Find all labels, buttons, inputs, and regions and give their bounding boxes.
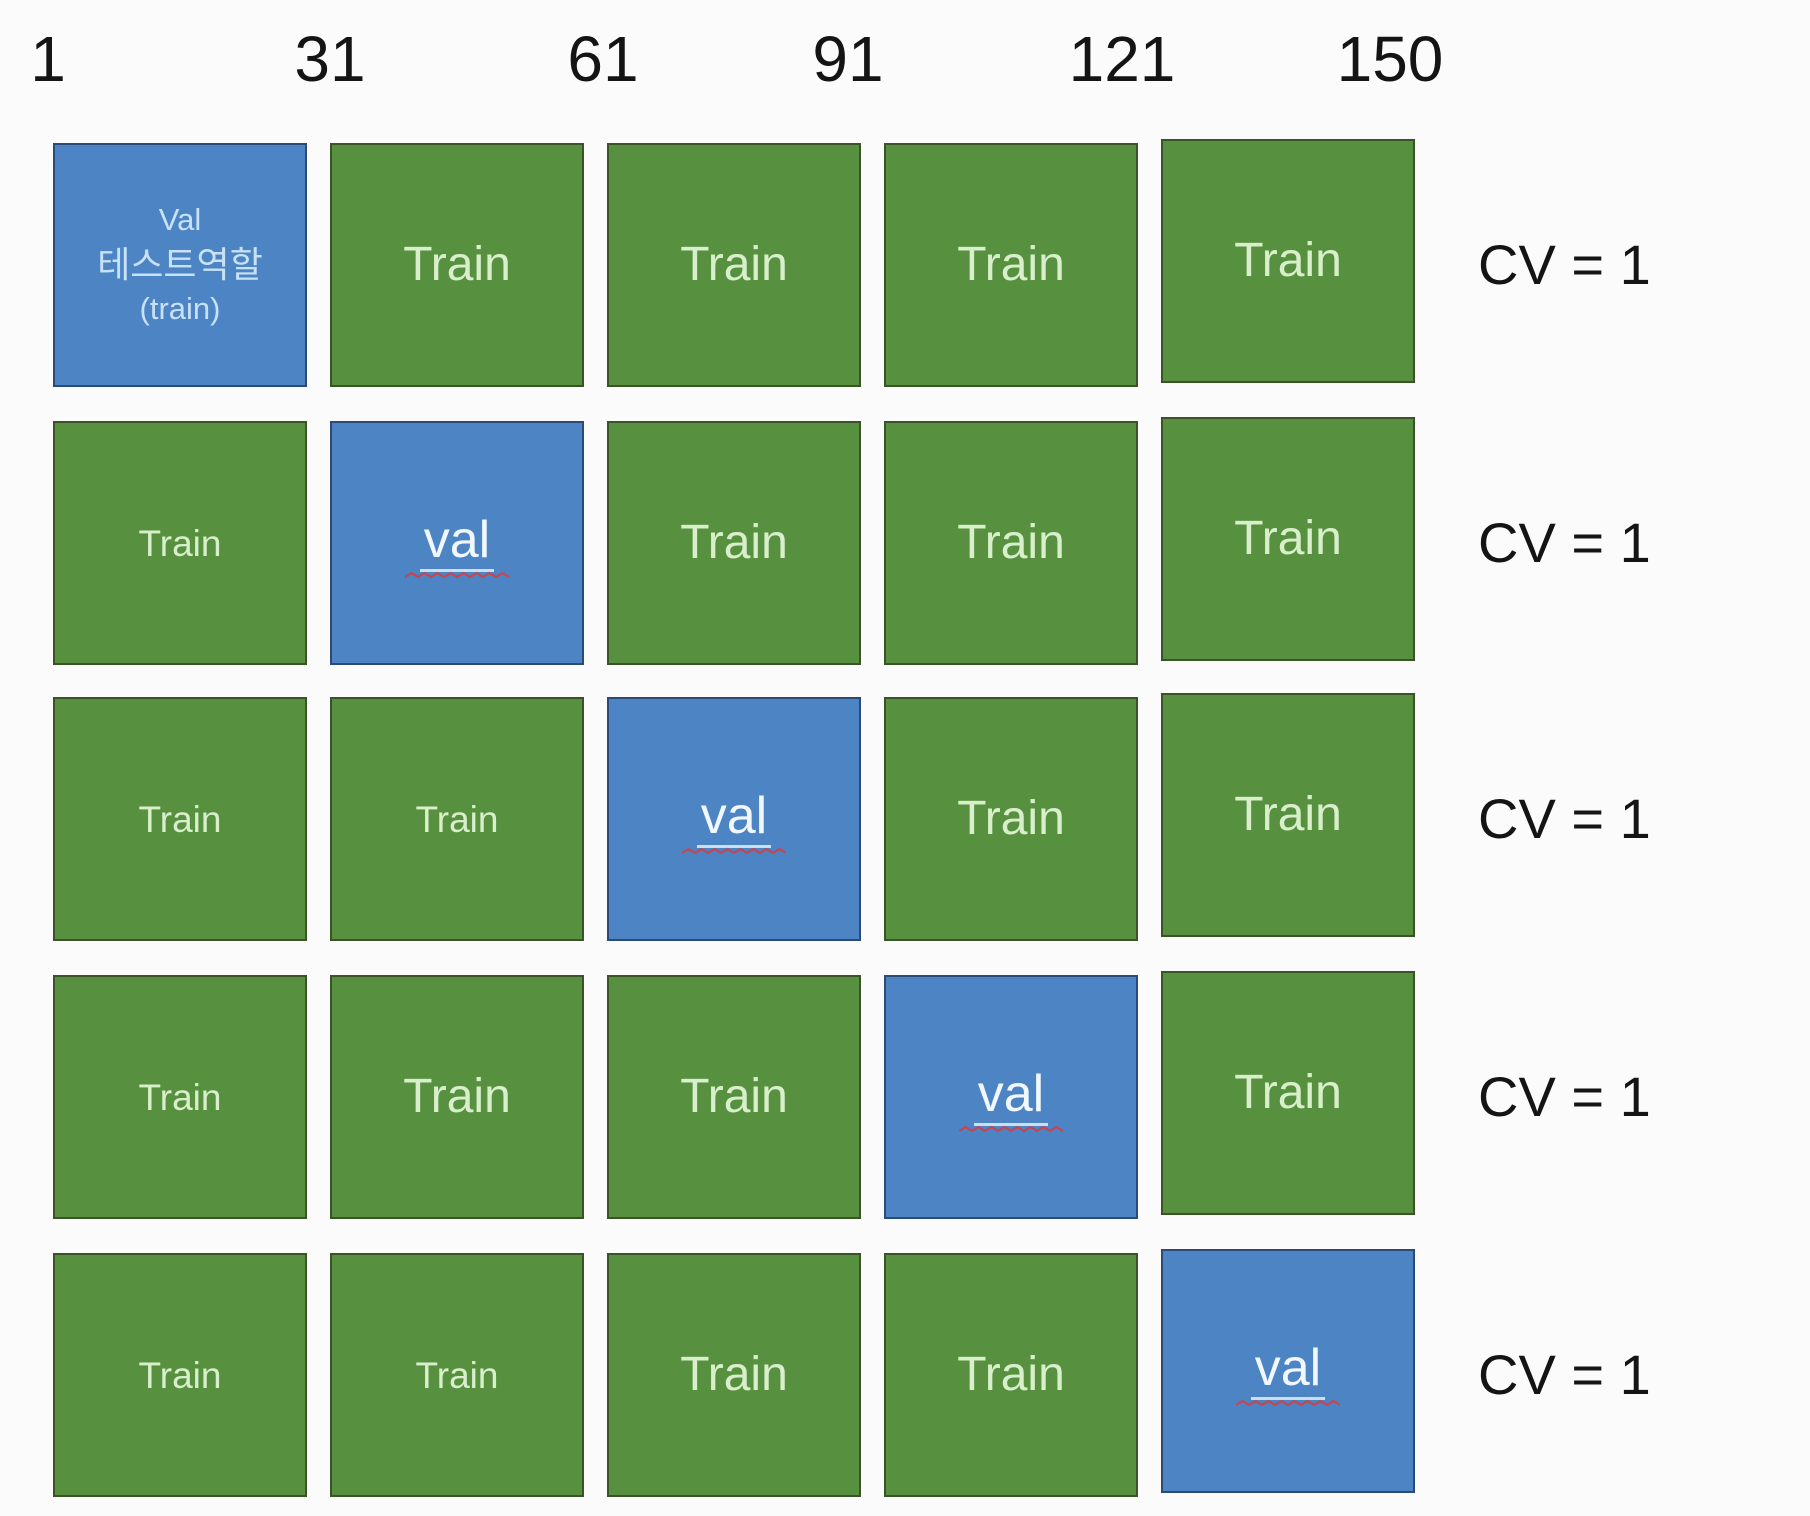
grid-cell-train: Train: [53, 697, 307, 941]
grid-cell-val: val: [330, 421, 584, 665]
train-label: Train: [138, 798, 222, 840]
cv-label: CV = 1: [1478, 787, 1651, 850]
train-label: Train: [957, 238, 1065, 291]
train-label: Train: [415, 798, 499, 840]
train-label: Train: [403, 1070, 511, 1123]
spellcheck-wavy-underline-icon: [404, 571, 509, 579]
train-label: Train: [138, 1354, 222, 1396]
grid-cell-val: val: [607, 697, 861, 941]
grid-cell-train: Train: [1161, 693, 1415, 937]
axis-tick: 1: [30, 23, 66, 95]
grid-cell-val: val: [884, 975, 1138, 1219]
grid-cell-train: Train: [607, 1253, 861, 1497]
train-label: Train: [1234, 512, 1342, 565]
train-label: Train: [403, 238, 511, 291]
train-label: Train: [957, 516, 1065, 569]
axis-tick: 121: [1068, 23, 1176, 95]
val-line: Val: [158, 202, 202, 238]
grid-cell-train: Train: [884, 143, 1138, 387]
axis-tick: 31: [294, 23, 366, 95]
grid-cell-train: Train: [53, 1253, 307, 1497]
grid-cell-train: Train: [53, 421, 307, 665]
val-label: val: [1235, 1339, 1340, 1407]
val-test-role-label: Val 테스트역할 (train): [97, 200, 263, 329]
train-label: Train: [680, 238, 788, 291]
val-label: val: [681, 787, 786, 855]
train-label: Train: [957, 1348, 1065, 1401]
val-text: val: [700, 787, 768, 845]
train-label: Train: [415, 1354, 499, 1396]
grid-cell-train: Train: [607, 421, 861, 665]
val-label: val: [404, 511, 509, 579]
grid-cell-train: Train: [884, 697, 1138, 941]
spellcheck-wavy-underline-icon: [1235, 1399, 1340, 1407]
grid-cell-val: Val 테스트역할 (train): [53, 143, 307, 387]
cv-label: CV = 1: [1478, 233, 1651, 296]
train-label: Train: [1234, 788, 1342, 841]
spellcheck-wavy-underline-icon: [958, 1125, 1063, 1133]
grid-cell-train: Train: [1161, 139, 1415, 383]
grid-cell-train: Train: [330, 975, 584, 1219]
grid-cell-train: Train: [53, 975, 307, 1219]
axis-tick: 91: [812, 23, 884, 95]
grid-cell-train: Train: [884, 1253, 1138, 1497]
grid-cell-train: Train: [607, 143, 861, 387]
grid-cell-train: Train: [607, 975, 861, 1219]
train-label: Train: [680, 516, 788, 569]
grid-cell-train: Train: [884, 421, 1138, 665]
cv-label: CV = 1: [1478, 1343, 1651, 1406]
grid-cell-train: Train: [330, 1253, 584, 1497]
train-label: Train: [1234, 1066, 1342, 1119]
grid-cell-train: Train: [330, 697, 584, 941]
grid-cell-train: Train: [330, 143, 584, 387]
grid-cell-val: val: [1161, 1249, 1415, 1493]
train-label: Train: [138, 1076, 222, 1118]
val-line: (train): [139, 290, 221, 326]
val-text: val: [423, 511, 491, 569]
train-label: Train: [957, 792, 1065, 845]
val-label: val: [958, 1065, 1063, 1133]
cv-label: CV = 1: [1478, 1065, 1651, 1128]
axis-tick: 61: [567, 23, 639, 95]
val-line: 테스트역할: [97, 244, 263, 286]
cv-label: CV = 1: [1478, 511, 1651, 574]
grid-cell-train: Train: [1161, 417, 1415, 661]
grid-cell-train: Train: [1161, 971, 1415, 1215]
spellcheck-wavy-underline-icon: [681, 847, 786, 855]
axis-tick: 150: [1336, 23, 1444, 95]
train-label: Train: [1234, 234, 1342, 287]
train-label: Train: [138, 522, 222, 564]
val-text: val: [1254, 1339, 1322, 1397]
train-label: Train: [680, 1070, 788, 1123]
val-text: val: [977, 1065, 1045, 1123]
train-label: Train: [680, 1348, 788, 1401]
